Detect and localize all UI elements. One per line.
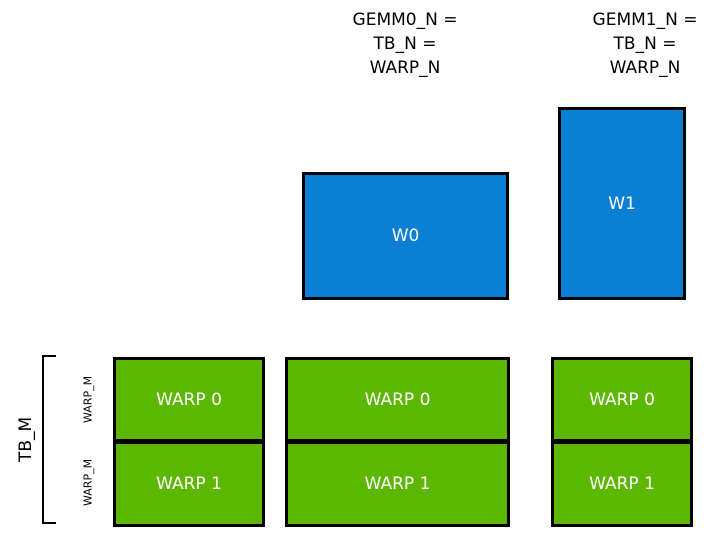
tb-m-label: TB_M (16, 416, 36, 463)
green-box-left-warp1: WARP 1 (113, 442, 265, 527)
green-box-right-warp0: WARP 0 (551, 357, 693, 442)
tb-m-bracket (42, 355, 56, 524)
blue-box-w0-label: W0 (391, 226, 420, 246)
header-label-gemm0: GEMM0_N = TB_N = WARP_N (352, 10, 458, 78)
green-box-middle-warp0: WARP 0 (285, 357, 510, 442)
green-box-middle-warp1: WARP 1 (285, 442, 510, 527)
blue-box-w1-label: W1 (608, 193, 636, 214)
green-box-right-warp1-label: WARP 1 (589, 474, 655, 494)
blue-box-w0: W0 (302, 172, 509, 300)
green-box-middle-warp1-label: WARP 1 (364, 474, 431, 494)
green-box-left-warp0: WARP 0 (113, 357, 265, 442)
warp-m-label-bottom: WARP_M (81, 458, 95, 506)
green-box-right-warp1: WARP 1 (551, 442, 693, 527)
blue-box-w1: W1 (558, 107, 686, 300)
green-box-left-warp1-label: WARP 1 (156, 474, 222, 494)
warp-m-label-top: WARP_M (81, 375, 95, 423)
green-box-right-warp0-label: WARP 0 (589, 389, 655, 410)
header-label-gemm1: GEMM1_N = TB_N = WARP_N (592, 10, 698, 78)
green-box-left-warp0-label: WARP 0 (156, 389, 222, 410)
green-box-middle-warp0-label: WARP 0 (364, 389, 431, 410)
